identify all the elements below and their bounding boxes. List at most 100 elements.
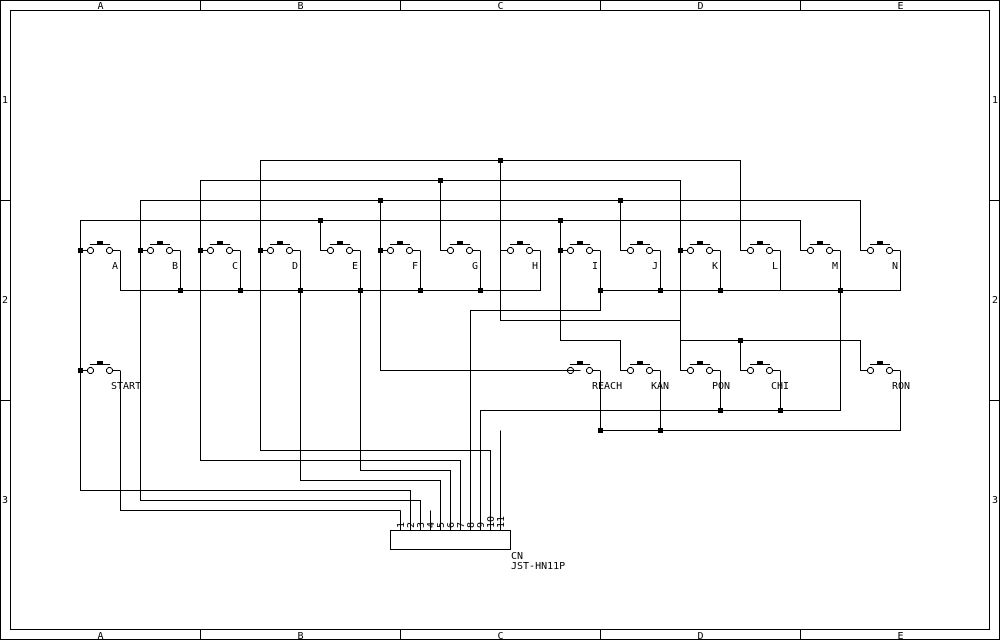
wire (500, 160, 681, 371)
wire (380, 200, 581, 371)
switch-plunger (757, 241, 763, 244)
switch-a: A (80, 241, 120, 272)
switch-label: H (532, 261, 538, 272)
zone-column-label: A (97, 631, 103, 640)
connector-body (390, 530, 511, 550)
switch-label: N (892, 261, 898, 272)
junction-dot (558, 218, 563, 223)
wire (360, 290, 451, 511)
switch-plunger (517, 241, 523, 244)
switch-plunger (757, 361, 763, 364)
wire (120, 370, 401, 511)
zone-row-label: 3 (2, 495, 8, 506)
wire (600, 250, 901, 291)
zone-column-label: B (297, 1, 303, 12)
switch-plunger (637, 241, 643, 244)
switch-label: A (112, 261, 118, 272)
zone-row-label: 2 (992, 295, 998, 306)
zone-column-label: D (697, 631, 703, 640)
zone-column-label: C (497, 631, 503, 640)
wire (560, 220, 621, 371)
switch-label: RON (892, 381, 910, 392)
switch-label: KAN (651, 381, 669, 392)
switch-plunger (577, 241, 583, 244)
switch-label: J (652, 261, 658, 272)
switch-i: I (560, 241, 600, 272)
switch-label: C (232, 261, 238, 272)
junction-dot (738, 338, 743, 343)
switch-n: N (860, 241, 900, 272)
switch-plunger (877, 241, 883, 244)
switch-m: M (800, 241, 840, 272)
switch-plunger (697, 361, 703, 364)
switch-label: E (352, 261, 358, 272)
junction-dot (478, 288, 483, 293)
junction-dot (718, 288, 723, 293)
junction-dot (498, 158, 503, 163)
switch-label: D (292, 261, 298, 272)
junction-dot (838, 288, 843, 293)
connector-pin-label: 8 (466, 522, 477, 528)
switch-label: REACH (592, 381, 622, 392)
wire (200, 250, 461, 511)
switch-label: START (111, 381, 141, 392)
zone-row-label: 2 (2, 295, 8, 306)
switch-e: E (320, 241, 360, 272)
wire (300, 290, 441, 511)
junction-dot (178, 288, 183, 293)
zone-column-label: B (297, 631, 303, 640)
connector-pin-label: 2 (406, 522, 417, 528)
switch-h: H (500, 241, 540, 272)
switch-plunger (397, 241, 403, 244)
switch-plunger (697, 241, 703, 244)
junction-dot (358, 288, 363, 293)
connector-pin-label: 10 (486, 516, 497, 528)
pushbutton-switches: A B C D E F G H I J K L M N START REACH KAN PON CHI RON (80, 241, 910, 392)
junction-dot (238, 288, 243, 293)
switch-j: J (620, 241, 660, 272)
connector-pin-label: 1 (396, 522, 407, 528)
wire (680, 250, 861, 371)
switch-pon: PON (680, 361, 730, 392)
junction-dot (378, 198, 383, 203)
switch-plunger (97, 361, 103, 364)
switch-label: L (772, 261, 778, 272)
switch-ron: RON (860, 361, 910, 392)
wire-net (80, 160, 901, 531)
connector-pin-label: 9 (476, 522, 487, 528)
connector-part-label: JST-HN11P (511, 561, 565, 572)
switch-label: CHI (771, 381, 789, 392)
junction-dot (298, 288, 303, 293)
connector-pin-label: 4 (426, 522, 437, 528)
switch-f: F (380, 241, 420, 272)
connector-pin-label: 5 (436, 522, 447, 528)
wire (140, 250, 421, 511)
junction-dot (318, 218, 323, 223)
switch-d: D (260, 241, 300, 272)
switch-label: G (472, 261, 478, 272)
wire (600, 370, 901, 431)
switch-plunger (277, 241, 283, 244)
switch-kan: KAN (620, 361, 669, 392)
switch-plunger (217, 241, 223, 244)
zone-row-label: 3 (992, 495, 998, 506)
switch-label: F (412, 261, 418, 272)
junction-dot (418, 288, 423, 293)
junction-dot (618, 198, 623, 203)
connector-ref-label: CN (511, 551, 523, 562)
switch-plunger (817, 241, 823, 244)
connector-pin-label: 11 (496, 516, 507, 528)
connector-pin-label: 7 (456, 522, 467, 528)
connector-pin-label: 3 (416, 522, 427, 528)
switch-b: B (140, 241, 180, 272)
zone-row-label: 1 (992, 95, 998, 106)
switch-g: G (440, 241, 480, 272)
zone-column-label: C (497, 1, 503, 12)
switch-label: I (592, 261, 598, 272)
switch-label: K (712, 261, 718, 272)
junction-dot (778, 408, 783, 413)
junction-dot (658, 288, 663, 293)
switch-k: K (680, 241, 720, 272)
